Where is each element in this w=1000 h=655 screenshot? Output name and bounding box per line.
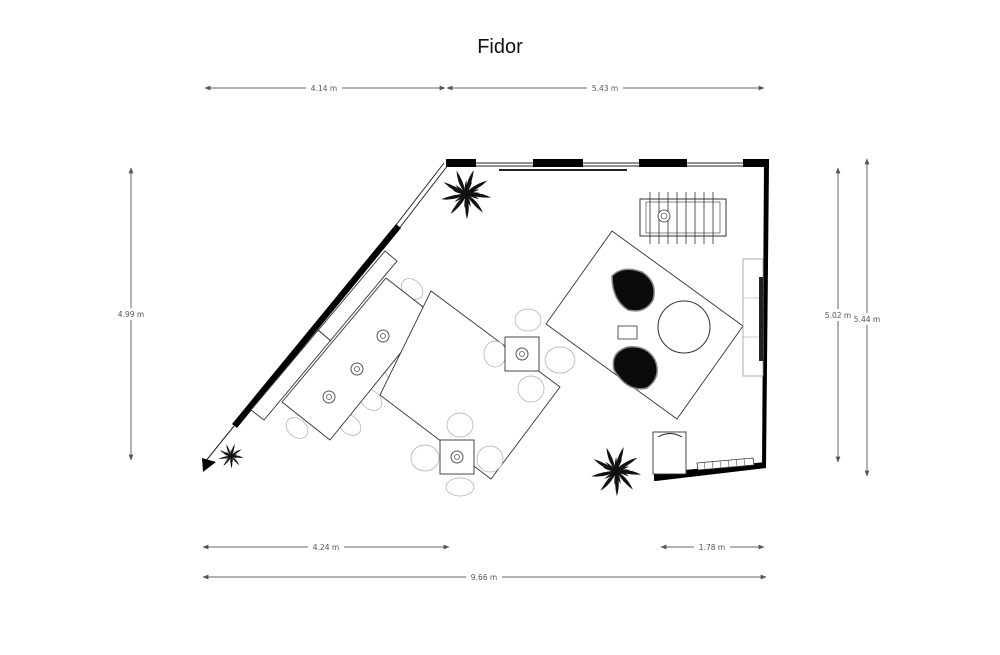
chair-icon bbox=[476, 445, 504, 473]
desk-lamp-icon bbox=[322, 390, 336, 404]
dimension-label-bottom-left: 4.24 m bbox=[313, 543, 339, 552]
side-table bbox=[617, 325, 638, 340]
chair-icon bbox=[410, 444, 440, 472]
floor-plan-title: Fidor bbox=[477, 36, 523, 58]
dimension-bottom-right: 1.78 m bbox=[660, 542, 765, 552]
dimension-label-right-inner: 5.02 m bbox=[825, 311, 851, 320]
chair-icon bbox=[483, 340, 507, 368]
chair-icon bbox=[514, 308, 542, 332]
plant-icon bbox=[587, 441, 646, 501]
dimension-label-top-right: 5.43 m bbox=[592, 84, 618, 93]
walls bbox=[202, 159, 769, 481]
dimension-right-inner: 5.02 m bbox=[823, 167, 853, 463]
sideboard bbox=[250, 250, 398, 421]
chair-icon bbox=[285, 417, 309, 439]
dimension-label-bottom-right: 1.78 m bbox=[699, 543, 725, 552]
dimension-bottom-total: 9.66 m bbox=[202, 572, 767, 582]
dimension-label-left: 4.99 m bbox=[118, 310, 144, 319]
chair-icon bbox=[544, 346, 576, 374]
chair-icon bbox=[445, 477, 475, 497]
desk-unit-top bbox=[483, 308, 576, 403]
desk-lamp-icon bbox=[376, 329, 390, 343]
armchair-icon bbox=[612, 346, 658, 390]
plant-icon bbox=[437, 164, 496, 224]
chair-icon bbox=[517, 375, 545, 403]
dimension-top-left: 4.14 m bbox=[204, 83, 446, 93]
desk-lamp-icon bbox=[350, 362, 364, 376]
foosball-table-icon bbox=[639, 192, 727, 244]
round-table-icon bbox=[657, 300, 711, 354]
wall-shelf bbox=[742, 258, 764, 377]
dimension-label-bottom-total: 9.66 m bbox=[471, 573, 497, 582]
dimension-right-outer: 5.44 m bbox=[852, 158, 882, 477]
dimension-top-right: 5.43 m bbox=[446, 83, 765, 93]
dimension-bottom-left: 4.24 m bbox=[202, 542, 450, 552]
chair-icon bbox=[446, 412, 474, 438]
kitchenette bbox=[652, 431, 755, 475]
lounge-area bbox=[545, 230, 744, 420]
dimension-label-right-outer: 5.44 m bbox=[854, 315, 880, 324]
plant-icon bbox=[216, 441, 246, 471]
dimension-label-top-left: 4.14 m bbox=[311, 84, 337, 93]
armchair-icon bbox=[611, 268, 655, 312]
dimension-left: 4.99 m bbox=[115, 167, 147, 461]
desk-unit-bottom bbox=[410, 412, 504, 497]
